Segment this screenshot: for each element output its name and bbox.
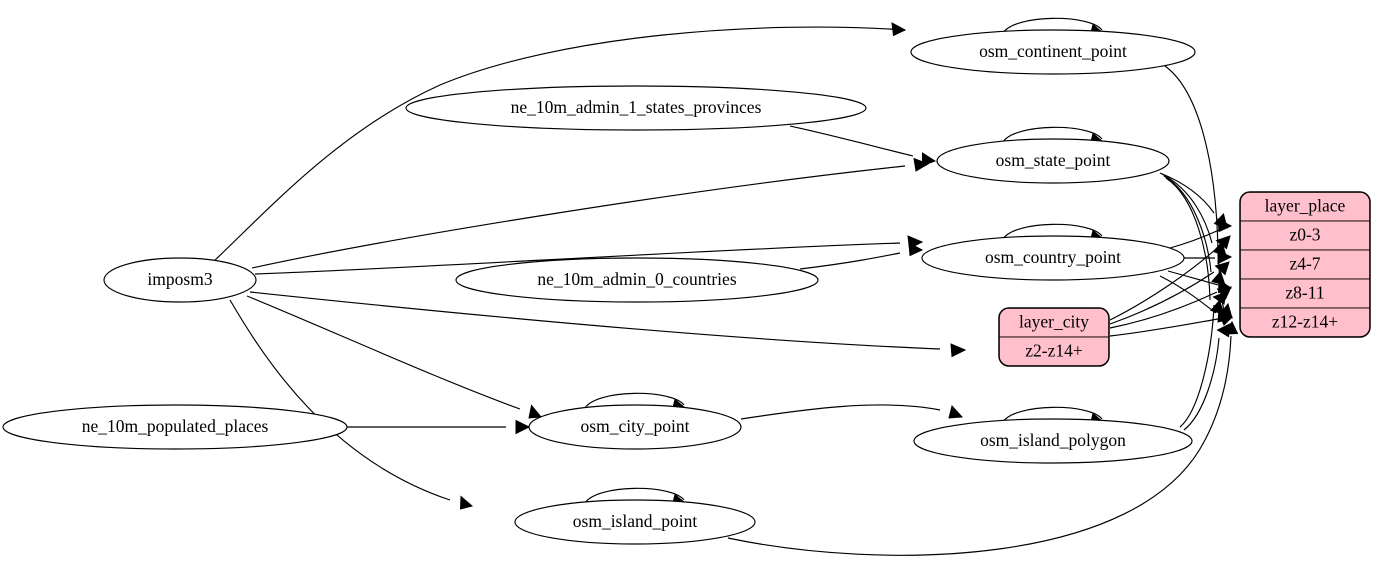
edge-osm_country_point-to-layer_place_z4 [1184, 249, 1233, 265]
edge-osm_island_point-to-layer_place_z12 [727, 320, 1239, 556]
table-row-label: z8-11 [1285, 283, 1324, 303]
tables-layer: layer_place z0-3 z4-7 z8-11 z12-z14+ layer_ci… [998, 191, 1371, 367]
table-row-label: z12-z14+ [1272, 312, 1338, 332]
edge-ne_populated-to-osm_city_point [347, 419, 531, 435]
table-row-label: z2-z14+ [1025, 341, 1083, 361]
edge-osm_country_point-to-layer_place_z0 [1169, 218, 1233, 249]
nodes-layer: imposm3 ne_10m_admin_1_states_provincesne… [2, 29, 1196, 545]
node-ne_states[interactable]: ne_10m_admin_1_states_provinces [405, 85, 867, 131]
edge-imposm3-to-osm_state_point [251, 157, 930, 269]
node-shape [103, 257, 257, 303]
node-shape [528, 404, 742, 450]
node-osm_state_point[interactable]: osm_state_point [936, 138, 1170, 184]
edge-ne_countries-to-osm_country_point [799, 242, 924, 270]
edge-imposm3-to-osm_city_point [246, 295, 542, 419]
table-header-label: layer_city [1019, 312, 1089, 332]
table-layer_city[interactable]: layer_city z2-z14+ [998, 307, 1110, 367]
node-label: osm_city_point [581, 416, 690, 436]
edge-osm_island_polygon-to-layer_place_z12 [1183, 323, 1231, 431]
node-label: ne_10m_admin_1_states_provinces [511, 97, 762, 117]
node-label: osm_island_polygon [980, 430, 1126, 450]
node-shape [910, 29, 1196, 75]
node-shape [455, 257, 819, 303]
node-ne_populated[interactable]: ne_10m_populated_places [2, 404, 348, 450]
table-row-label: z0-3 [1289, 225, 1320, 245]
table-row-cell[interactable] [999, 336, 1109, 366]
edge-layer_city-to-layer_place_z4 [1109, 261, 1230, 325]
edge-ne_states-to-osm_state_point [789, 125, 937, 167]
node-label: osm_continent_point [979, 41, 1127, 61]
node-shape [514, 499, 756, 545]
node-osm_island_point[interactable]: osm_island_point [514, 499, 756, 545]
node-label: ne_10m_admin_0_countries [537, 269, 736, 289]
table-layer_place[interactable]: layer_place z0-3 z4-7 z8-11 z12-z14+ [1239, 191, 1371, 338]
edge-osm_city_point-to-osm_island_polygon_in [740, 404, 964, 420]
node-shape [936, 138, 1170, 184]
table-row-label: z4-7 [1289, 254, 1320, 274]
node-osm_continent_point[interactable]: osm_continent_point [910, 29, 1196, 75]
table-outline [1239, 191, 1371, 338]
node-label: osm_state_point [996, 150, 1111, 170]
node-osm_country_point[interactable]: osm_country_point [921, 235, 1185, 281]
node-label: osm_country_point [985, 247, 1121, 267]
node-shape [913, 418, 1193, 464]
edge-imposm3-to-osm_continent_point [212, 22, 907, 263]
edge-layer_city-to-layer_place_z0 [1109, 235, 1231, 321]
edge-osm_island_polygon-to-layer_place_z8 [1179, 291, 1227, 428]
node-label: ne_10m_populated_places [82, 416, 269, 436]
table-outline [998, 307, 1110, 367]
node-shape [2, 404, 348, 450]
edge-imposm3-to-osm_island_point [229, 299, 474, 510]
edge-imposm3-to-layer_city [249, 291, 967, 358]
node-label: imposm3 [147, 269, 212, 289]
edges-layer [212, 17, 1239, 556]
table-row-cell[interactable] [1240, 307, 1370, 337]
node-shape [921, 235, 1185, 281]
node-osm_island_polygon[interactable]: osm_island_polygon [913, 418, 1193, 464]
node-osm_city_point[interactable]: osm_city_point [528, 404, 742, 450]
node-shape [405, 85, 867, 131]
table-header-cell [999, 308, 1109, 338]
table-header-label: layer_place [1265, 196, 1346, 216]
edge-layer_city-to-layer_place_z12 [1109, 312, 1233, 337]
node-ne_countries[interactable]: ne_10m_admin_0_countries [455, 257, 819, 303]
node-label: osm_island_point [573, 511, 698, 531]
node-imposm3[interactable]: imposm3 [103, 257, 257, 303]
